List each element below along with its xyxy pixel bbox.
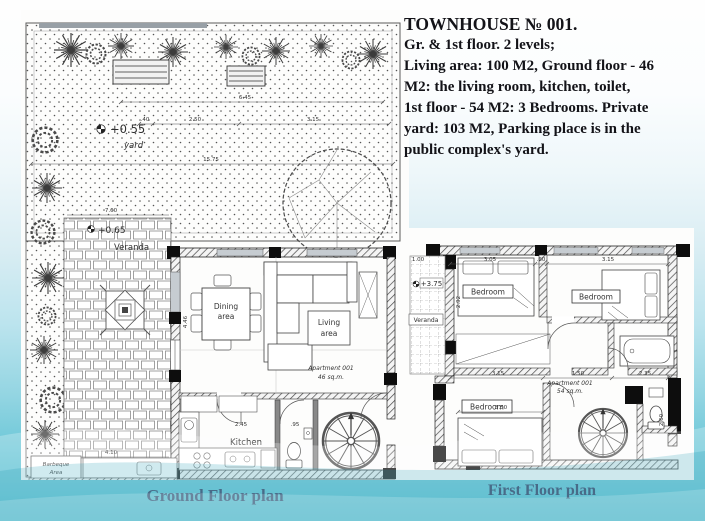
dim-dining-height: 4.46: [183, 315, 189, 328]
spiral-staircase: [323, 412, 379, 469]
tv-cabinet: [358, 271, 378, 319]
garden-bench: [112, 59, 170, 85]
dim-bed3-bottom: 3.50: [495, 405, 508, 411]
title-block: TOWNHOUSE № 001. Gr. & 1st floor. 2 leve…: [404, 14, 702, 161]
veranda-area: 7.60 +0.65 Veranda 4.10: [63, 208, 172, 459]
bed: [457, 417, 543, 467]
bedroom-label-text: Bedroom: [471, 288, 505, 297]
dim-kitchen-width: 2.45: [235, 422, 248, 428]
veranda-ornament: [99, 284, 151, 336]
dim-bed1-height: 2.92: [456, 296, 462, 308]
toilet: [285, 427, 313, 469]
townhouse-title: TOWNHOUSE № 001.: [404, 14, 578, 34]
first-floor-plan: +3.75 Veranda Bedroom Bedroom Bedroom: [402, 228, 694, 480]
ground-floor-caption: Ground Floor plan: [146, 486, 284, 505]
bedroom-label: Bedroom: [461, 399, 513, 414]
dim-right-height: 2.60: [659, 413, 665, 426]
door-arcs: [547, 322, 629, 408]
house-walls: [167, 246, 397, 480]
wardrobe: [455, 333, 551, 365]
apartment-area-label: 54 sq.m.: [557, 388, 583, 395]
dim-wc-width: .95: [291, 422, 300, 428]
dining-area-label: area: [218, 312, 235, 321]
garden-bench: [226, 65, 266, 87]
yard-level-marker: +0.55 yard: [97, 122, 145, 151]
veranda-label: Veranda: [114, 243, 149, 253]
living-area-label: Living area: [307, 310, 351, 346]
bathtub: [619, 335, 675, 367]
toilet: [647, 387, 665, 430]
barbeque-area: Barbeque Area: [28, 455, 178, 480]
dim-veranda-width: 7.60: [105, 208, 118, 214]
dim-yard-width: 6.45: [239, 95, 252, 101]
yard-label: yard: [123, 141, 144, 151]
dim-bath-width: 2.35: [639, 371, 652, 377]
barbeque-label: Barbeque: [43, 462, 70, 468]
dim-yard-seg2: 2.50: [189, 117, 202, 123]
bedroom-label-text: Bedroom: [470, 403, 504, 412]
dim-yard-total: 15.75: [203, 157, 219, 163]
bedroom-label-text: Bedroom: [579, 293, 613, 302]
dim-yard-seg3: 3.15: [307, 117, 320, 123]
kitchen-label: Kitchen: [230, 438, 262, 448]
first-floor-dimensions: 1.00 3.05 .60 3.15 2.92 3.15 1.50 2.35 3…: [412, 257, 671, 426]
first-floor-caption: First Floor plan: [487, 482, 597, 499]
living-label-text: area: [321, 329, 338, 338]
spiral-staircase: [579, 409, 627, 457]
townhouse-description: Gr. & 1st floor. 2 levels; Living area: …: [404, 37, 655, 158]
bedroom-label: Bedroom: [571, 289, 621, 304]
dim-top-left: 1.00: [412, 257, 425, 263]
veranda-level-label: +0.65: [98, 226, 126, 236]
apartment-area-label: 46 sq.m.: [318, 374, 344, 381]
dim-bed1-width: 3.05: [484, 257, 497, 263]
dim-bed2-width: 3.15: [602, 257, 615, 263]
apartment-label: Apartment 001: [546, 380, 592, 387]
dim-bed3-width: 3.15: [492, 371, 505, 377]
kitchen-fixtures: [178, 395, 278, 471]
dim-yard-seg1: .40: [141, 117, 150, 123]
yard-dimensions: 6.45 .40 2.50 3.15 15.75: [28, 95, 396, 167]
bedroom-label: Bedroom: [462, 284, 514, 299]
first-level-label: +3.75: [421, 280, 442, 288]
first-veranda-area: +3.75 Veranda: [408, 255, 446, 375]
dining-area-label: Dining: [214, 302, 238, 311]
dim-veranda-bottom: 4.10: [105, 450, 118, 456]
dim-gap: .60: [537, 257, 546, 263]
yard-level-label: +0.55: [110, 122, 145, 136]
apartment-label: Apartment 001: [307, 365, 353, 372]
dim-hall-width: 1.50: [572, 371, 585, 377]
first-veranda-label: Veranda: [414, 317, 439, 324]
barbeque-label: Area: [49, 470, 63, 476]
sofa: [263, 261, 358, 371]
dining-table: [190, 274, 262, 351]
ground-floor-plan: 6.45 .40 2.50 3.15 15.75 +0.55 yard 7.60…: [21, 10, 409, 480]
living-label-text: Living: [318, 318, 341, 327]
